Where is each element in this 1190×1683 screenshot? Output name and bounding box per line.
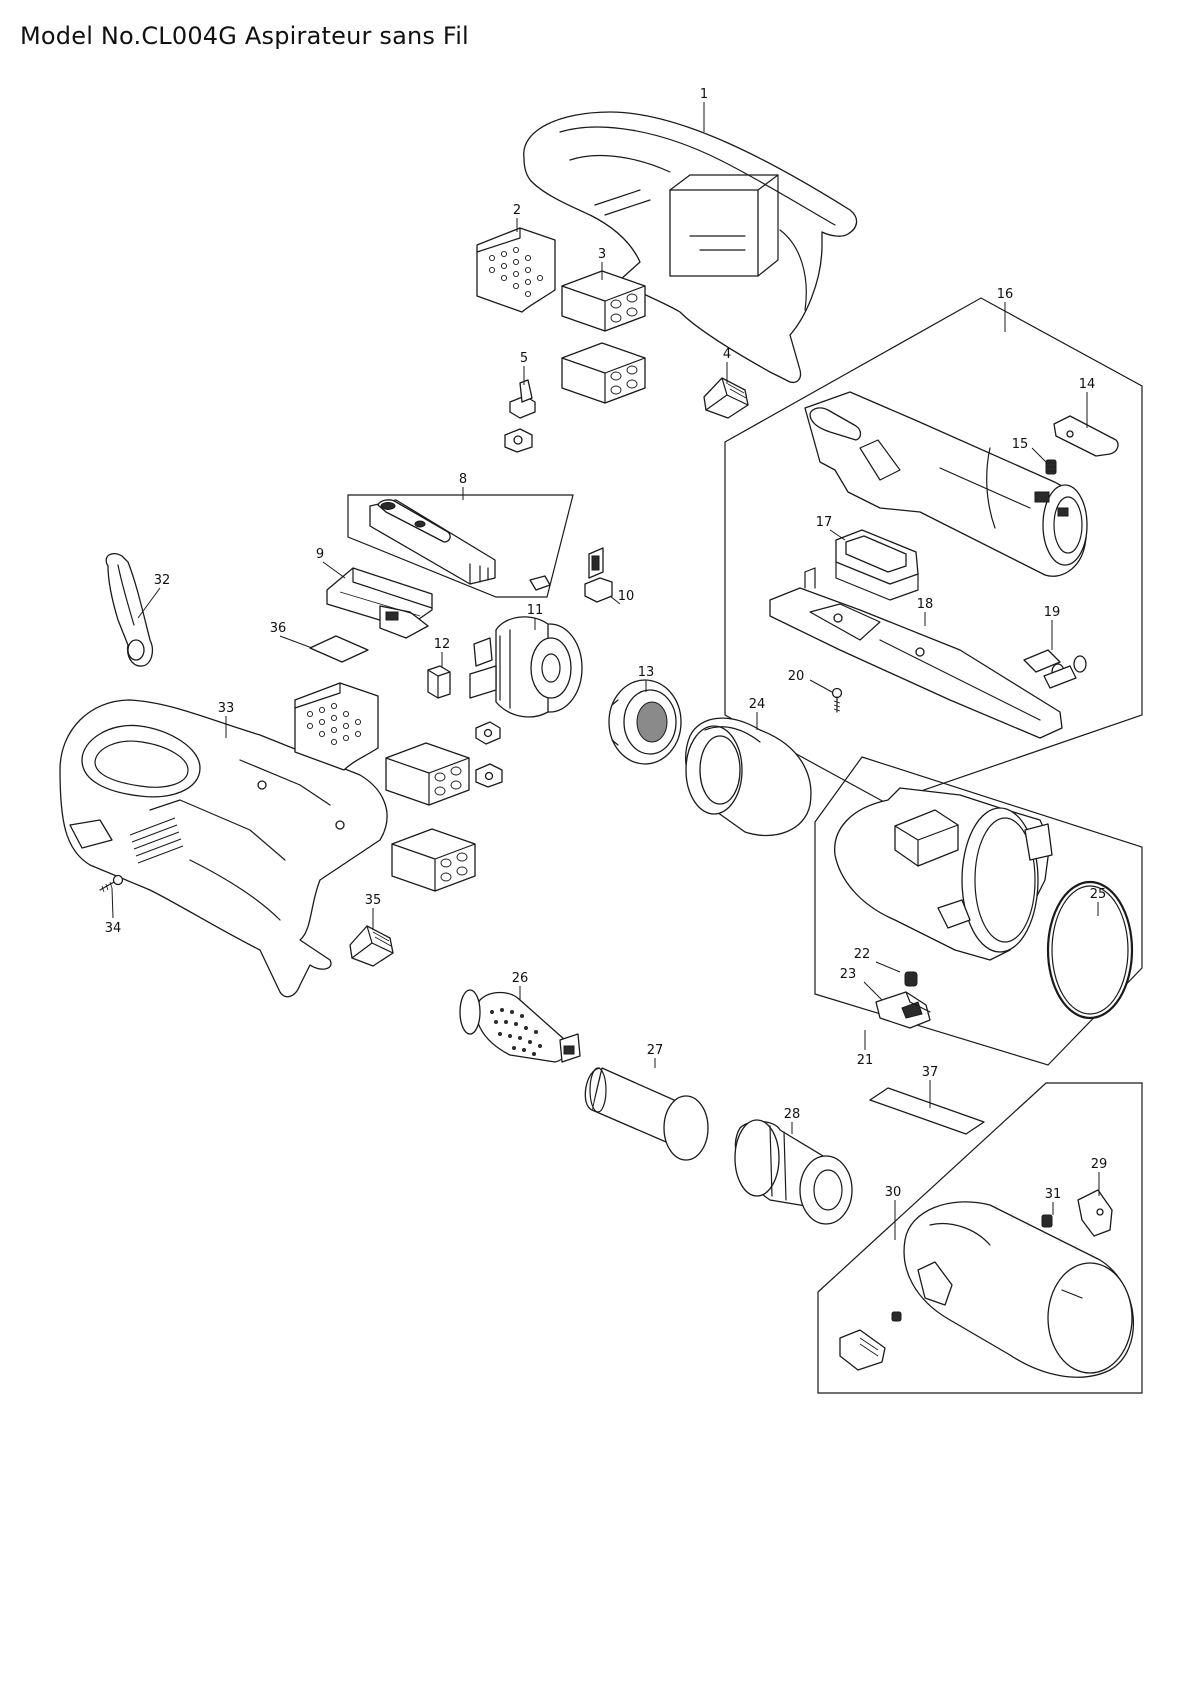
frame-group-30 (817, 1082, 1143, 1394)
part-2-perforated-pad-lower (294, 682, 379, 771)
frame-group-21 (814, 756, 1143, 1066)
label-4: 4 (723, 347, 731, 362)
part-30-latch-assembly (839, 1311, 902, 1371)
label-36: 36 (270, 621, 287, 636)
part-11-motor (469, 616, 583, 718)
part-10-bracket (584, 547, 613, 603)
label-21: 21 (857, 1053, 874, 1068)
label-11: 11 (527, 603, 544, 618)
part-33-handle-housing (59, 699, 388, 998)
part-26-mesh-filter (459, 989, 581, 1063)
part-31-spring (1041, 1214, 1053, 1228)
part-28-cyclone-filter (734, 1119, 853, 1225)
part-16-nozzle-upper (804, 391, 1088, 577)
label-14: 14 (1079, 377, 1096, 392)
label-26: 26 (512, 971, 529, 986)
label-5: 5 (520, 351, 528, 366)
label-37: 37 (922, 1065, 939, 1080)
part-5-clip-a (509, 379, 536, 419)
label-32: 32 (154, 573, 171, 588)
part-30-dust-bowl (903, 1201, 1135, 1378)
part-9-controller-board (326, 567, 433, 639)
part-25-o-ring (1046, 880, 1134, 1020)
part-27-sleeve (584, 1067, 709, 1161)
part-14-cap (1053, 415, 1119, 457)
label-3: 3 (598, 247, 606, 262)
part-22-spring (904, 971, 918, 987)
part-35-latch-button (349, 925, 394, 967)
part-3-foam-block-b (561, 342, 646, 404)
part-17-seal (835, 529, 919, 601)
frame-group-16 (724, 297, 1143, 804)
part-5-clip-lower-a (475, 721, 501, 745)
page-title: Model No.CL004G Aspirateur sans Fil (20, 22, 469, 50)
label-33: 33 (218, 701, 235, 716)
part-5-clip-lower-b (475, 763, 503, 788)
part-32-strap (105, 552, 153, 667)
label-25: 25 (1090, 887, 1107, 902)
part-12-spacer (427, 665, 451, 699)
part-3-foam-block-a (561, 270, 646, 332)
part-13-filter-ring (608, 679, 682, 765)
part-36-label (309, 635, 369, 663)
label-35: 35 (365, 893, 382, 908)
label-24: 24 (749, 697, 766, 712)
label-28: 28 (784, 1107, 801, 1122)
label-19: 19 (1044, 605, 1061, 620)
part-3-foam-block-lower-a (385, 742, 470, 806)
label-8: 8 (459, 472, 467, 487)
label-23: 23 (840, 967, 857, 982)
label-20: 20 (788, 669, 805, 684)
label-18: 18 (917, 597, 934, 612)
part-5-clip-b (504, 428, 533, 453)
part-19-clip-pair (1023, 649, 1087, 689)
frame-group-8 (347, 494, 574, 598)
part-34-screw (99, 874, 124, 893)
part-8-switch-board (369, 499, 551, 591)
part-1-upper-housing (523, 111, 858, 384)
label-10: 10 (618, 589, 635, 604)
label-17: 17 (816, 515, 833, 530)
label-15: 15 (1012, 437, 1029, 452)
part-29-latch (1077, 1189, 1113, 1237)
part-4-latch-button (703, 377, 749, 419)
label-27: 27 (647, 1043, 664, 1058)
label-29: 29 (1091, 1157, 1108, 1172)
label-34: 34 (105, 921, 122, 936)
label-12: 12 (434, 637, 451, 652)
part-18-bottom-plate (769, 567, 1063, 739)
label-13: 13 (638, 665, 655, 680)
label-2: 2 (513, 203, 521, 218)
part-24-cyclone-cup (685, 717, 812, 837)
part-3-foam-block-lower-b (391, 828, 476, 892)
label-22: 22 (854, 947, 871, 962)
part-21-dust-housing (834, 787, 1053, 961)
label-16: 16 (997, 287, 1014, 302)
part-20-screw (831, 687, 843, 713)
part-37-label (869, 1087, 985, 1135)
leader-lines (111, 102, 1100, 1240)
label-1: 1 (700, 87, 708, 102)
label-30: 30 (885, 1185, 902, 1200)
part-15-spring (1045, 459, 1057, 475)
part-2-perforated-pad (476, 227, 556, 313)
label-31: 31 (1045, 1187, 1062, 1202)
part-number-labels: 1 2 3 4 5 8 9 10 11 12 13 14 15 16 17 18… (105, 87, 1108, 1202)
part-23-latch (875, 991, 931, 1029)
label-9: 9 (316, 547, 324, 562)
